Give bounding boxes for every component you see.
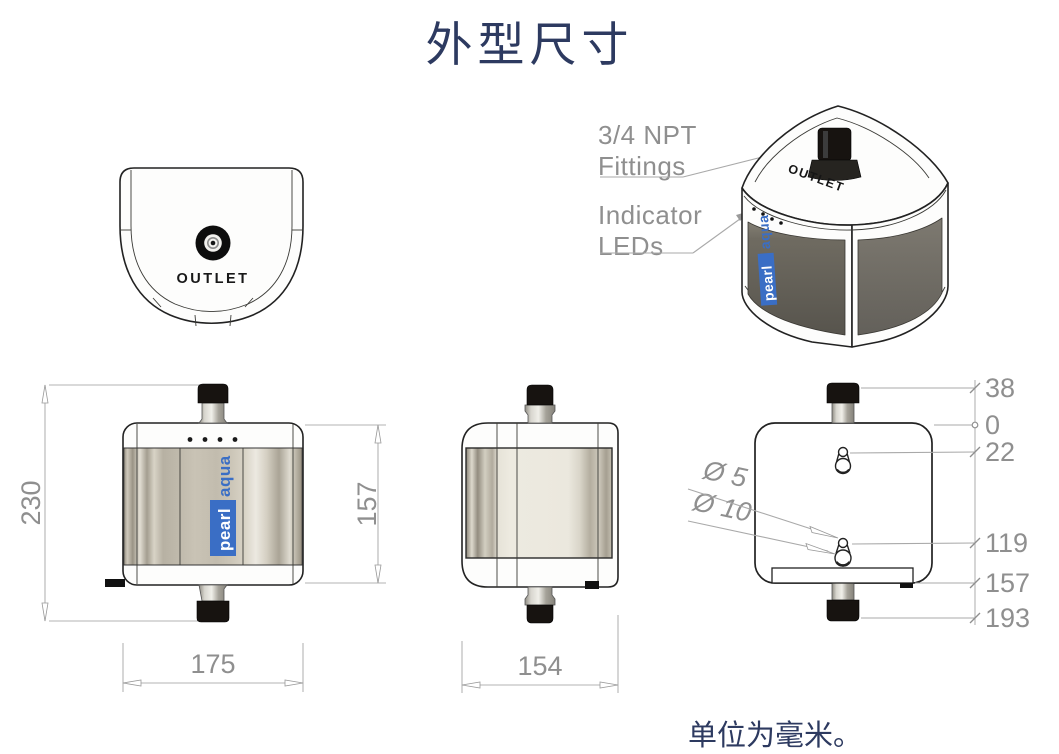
back-bottom-fitting-icon xyxy=(826,582,860,622)
level-119: 119 xyxy=(985,528,1028,558)
front-indicator-leds-icon xyxy=(187,437,238,442)
front-view-drawing: 230 157 175 xyxy=(16,383,386,692)
keyhole-slot-top xyxy=(834,446,852,475)
back-level-dimensions: 38 0 22 119 157 193 xyxy=(849,373,1030,633)
page-title: 外型尺寸 xyxy=(425,18,634,73)
level-193: 193 xyxy=(985,603,1030,633)
npt-annotation-line2: Fittings xyxy=(598,150,686,181)
side-width-value: 154 xyxy=(517,651,562,681)
level-38: 38 xyxy=(985,373,1015,403)
front-top-fitting-icon xyxy=(197,383,229,424)
front-device: pearl aqua xyxy=(105,383,304,623)
dimension-154: 154 xyxy=(461,615,619,693)
side-bottom-fitting-icon xyxy=(524,586,556,624)
dimension-175: 175 xyxy=(122,643,304,692)
back-view-drawing: Ø 5 Ø 10 38 0 22 xyxy=(687,373,1030,633)
indicator-leds-icon xyxy=(752,207,783,225)
npt-fittings-annotation: 3/4 NPT Fittings xyxy=(598,120,697,181)
front-brand-label: pearl aqua xyxy=(210,455,236,556)
front-brand-pearl: pearl xyxy=(215,508,234,551)
front-connector-tab xyxy=(105,579,125,587)
led-annotation-line1: Indicator xyxy=(598,200,703,230)
iso-view-drawing: pearl aqua OUTLET xyxy=(600,105,949,348)
front-brand-aqua: aqua xyxy=(215,455,234,497)
units-note: 单位为毫米。 xyxy=(688,718,863,752)
level-0: 0 xyxy=(985,410,1000,440)
side-device xyxy=(461,384,619,624)
outlet-port-icon xyxy=(195,225,231,261)
iso-brand-label: pearl aqua xyxy=(755,214,778,306)
back-top-fitting-icon xyxy=(826,382,860,424)
front-width-value: 175 xyxy=(190,649,235,679)
npt-annotation-line1: 3/4 NPT xyxy=(598,120,697,150)
front-total-height-value: 230 xyxy=(16,480,46,525)
back-device xyxy=(754,382,933,622)
top-view-outlet-label: OUTLET xyxy=(177,271,250,287)
side-top-fitting-icon xyxy=(524,384,556,424)
keyhole-slot-bottom xyxy=(834,537,852,567)
top-view-drawing: OUTLET xyxy=(119,167,304,327)
front-bottom-fitting-icon xyxy=(196,584,230,623)
indicator-leds-annotation: Indicator LEDs xyxy=(598,200,702,261)
back-connector-tab xyxy=(900,583,913,588)
level-22: 22 xyxy=(985,437,1015,467)
iso-brand-pearl: pearl xyxy=(758,265,776,302)
front-body-height-value: 157 xyxy=(352,481,382,526)
led-annotation-line2: LEDs xyxy=(598,230,664,261)
dimension-157: 157 xyxy=(305,424,386,584)
side-view-drawing: 154 xyxy=(461,384,619,693)
iso-brand-aqua: aqua xyxy=(755,214,773,250)
npt-fitting-icon xyxy=(807,127,862,181)
led-leader-line xyxy=(600,211,750,254)
dimension-230: 230 xyxy=(16,384,200,622)
back-mounting-strip xyxy=(771,567,914,584)
level-157: 157 xyxy=(985,568,1030,598)
iso-device xyxy=(741,105,949,348)
side-connector-tab xyxy=(585,581,599,589)
